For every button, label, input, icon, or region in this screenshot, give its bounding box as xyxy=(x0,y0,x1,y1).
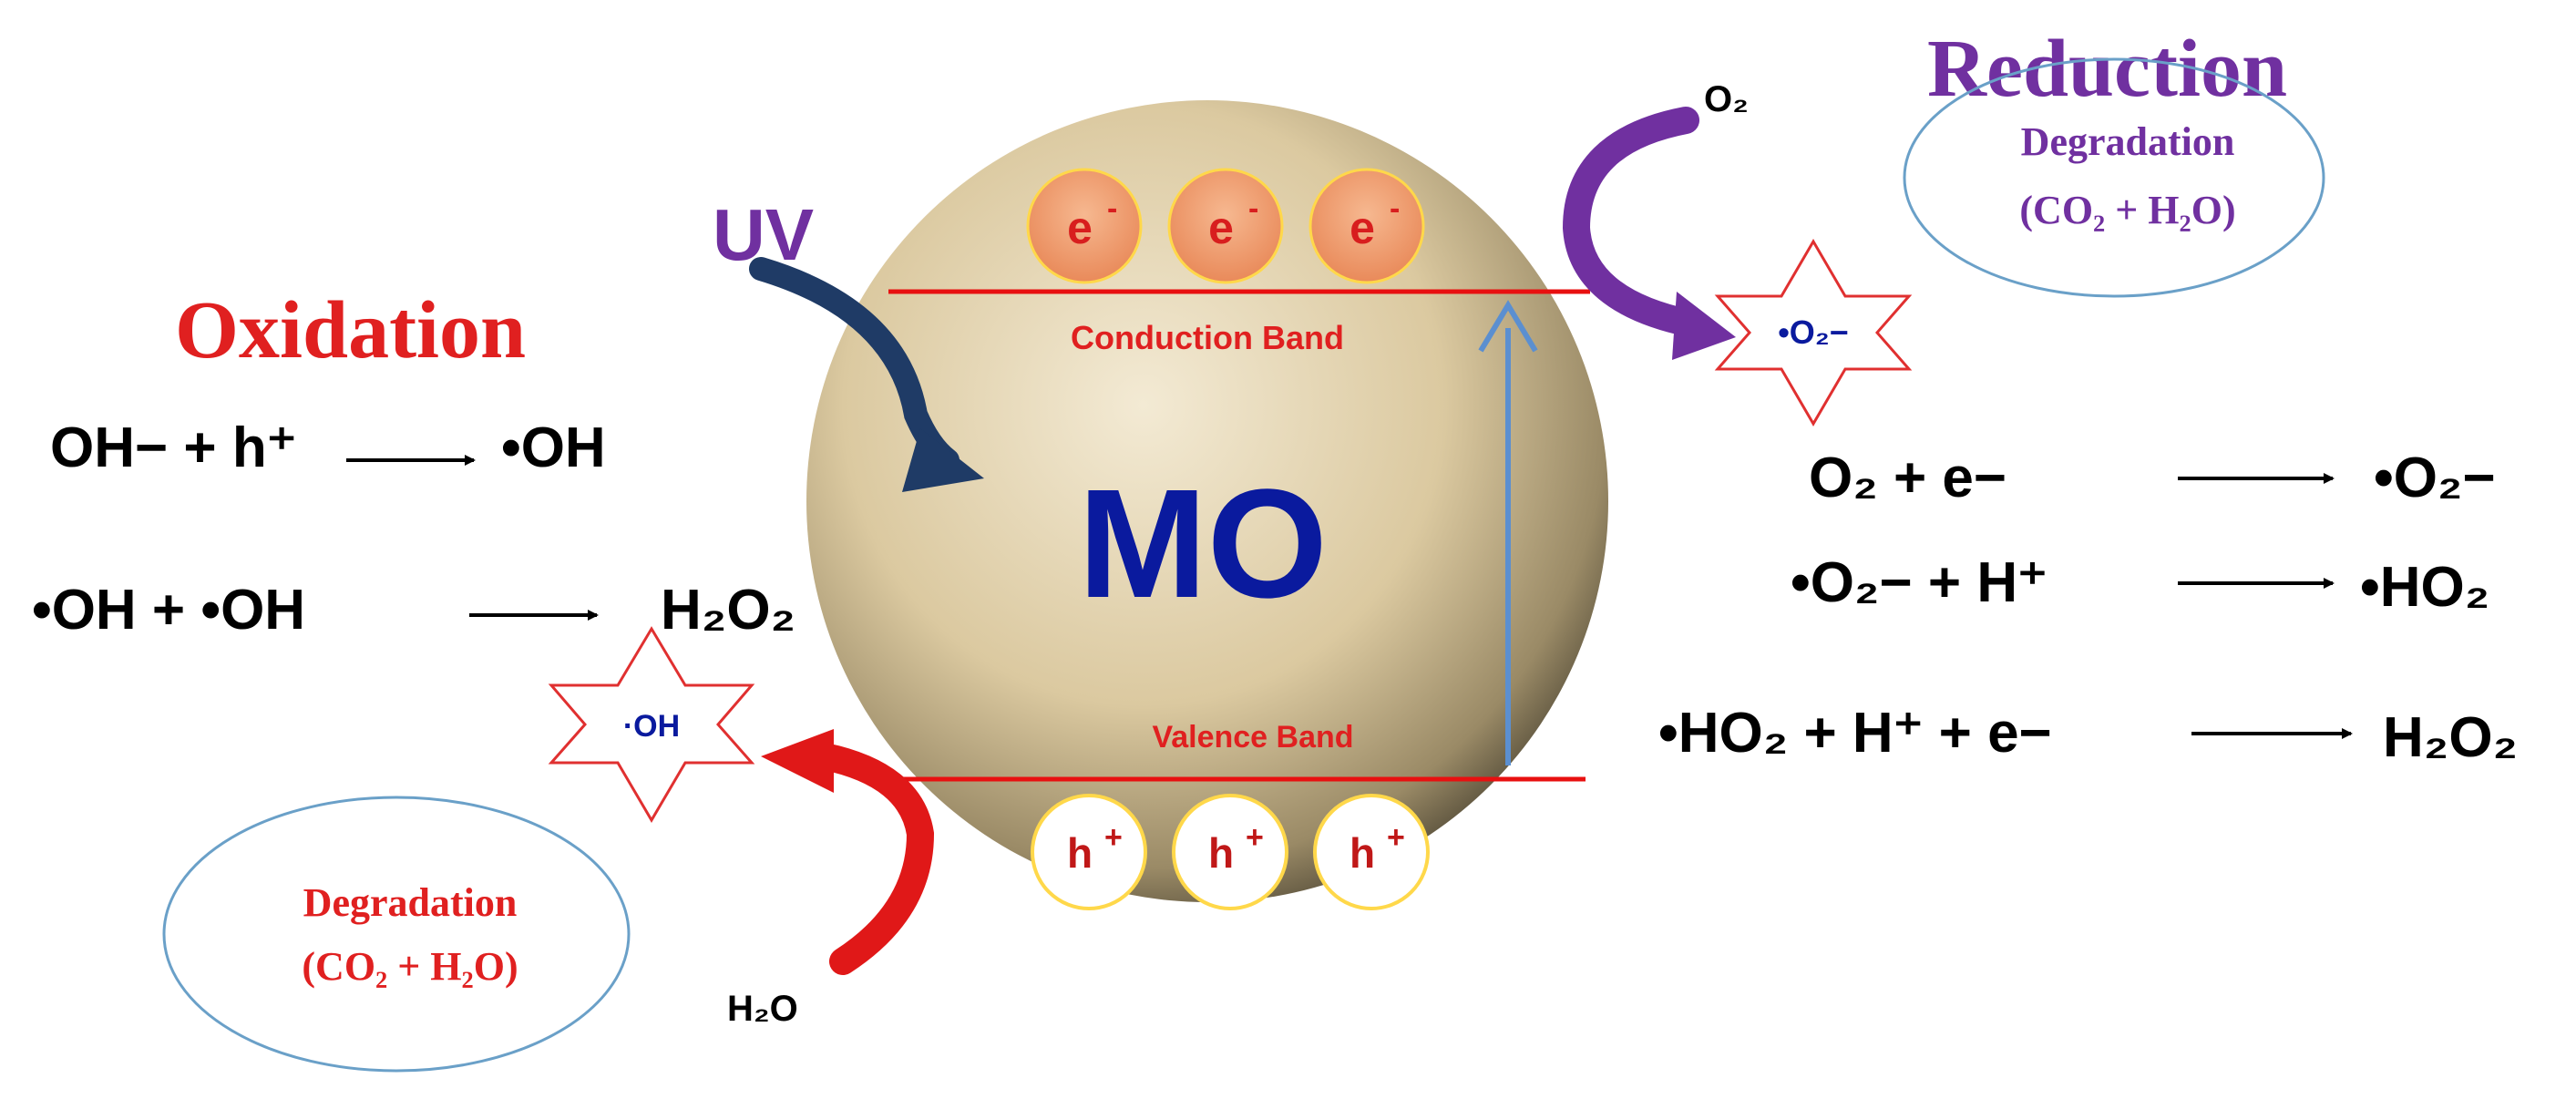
equation-left: OH− + h⁺ xyxy=(50,416,296,479)
mo-label: MO xyxy=(1078,457,1328,631)
hole-label: h xyxy=(1350,829,1375,877)
degradation-products: (CO₂ + H₂O) xyxy=(2019,188,2235,232)
hole-charge: + xyxy=(1104,820,1123,855)
electron-label: e xyxy=(1208,202,1234,253)
water-reactant-label: H₂O xyxy=(727,989,798,1029)
equation-left: O₂ + e− xyxy=(1809,447,2006,509)
hole-3: h + xyxy=(1313,794,1430,910)
equation-right: H₂O₂ xyxy=(2383,706,2518,769)
superoxide-radical-label: •O₂− xyxy=(1778,313,1849,351)
electron-label: e xyxy=(1067,202,1093,253)
equation-left: •HO₂ + H⁺ + e− xyxy=(1658,702,2052,765)
electron-label: e xyxy=(1350,202,1375,253)
excitation-arrow xyxy=(1478,300,1538,765)
equation-left: •O₂− + H⁺ xyxy=(1791,551,2047,614)
valence-band-label: Valence Band xyxy=(1152,720,1353,755)
mo-particle-sphere xyxy=(806,100,1608,902)
hole-charge: + xyxy=(1387,820,1405,855)
reduction-equation-1: O₂ + e− •O₂− xyxy=(1809,447,2496,509)
hydroxyl-radical-star-icon: ·OH xyxy=(548,626,755,823)
equation-right: •OH xyxy=(501,416,606,479)
degradation-ellipse-right: Degradation (CO₂ + H₂O) xyxy=(1903,57,2325,298)
electron-3: e - xyxy=(1309,168,1425,284)
equation-left: •OH + •OH xyxy=(32,579,305,642)
degradation-products: (CO₂ + H₂O) xyxy=(302,944,518,989)
oxidation-equation-1: OH− + h⁺ •OH xyxy=(50,416,606,479)
electron-2: e - xyxy=(1167,168,1284,284)
uv-arrow xyxy=(749,257,984,492)
oxidation-equation-2: •OH + •OH H₂O₂ xyxy=(32,579,795,642)
electron-charge: - xyxy=(1390,191,1400,226)
hole-charge: + xyxy=(1246,820,1264,855)
reduction-equation-3: •HO₂ + H⁺ + e− H₂O₂ xyxy=(1658,702,2518,769)
hole-label: h xyxy=(1208,829,1234,877)
electron-charge: - xyxy=(1107,191,1117,226)
electron-1: e - xyxy=(1026,168,1143,284)
degradation-title: Degradation xyxy=(303,880,518,925)
equation-right: •HO₂ xyxy=(2360,556,2489,619)
oxidation-title: Oxidation xyxy=(175,285,526,375)
reduction-title: Reduction xyxy=(1927,24,2287,114)
hole-2: h + xyxy=(1172,794,1288,910)
oxygen-reduction-arrow xyxy=(1562,107,1736,360)
degradation-title: Degradation xyxy=(2021,119,2235,164)
reduction-equation-2: •O₂− + H⁺ •HO₂ xyxy=(1791,551,2489,619)
superoxide-radical-star-icon: •O₂− xyxy=(1714,239,1913,426)
oxygen-reactant-label: O₂ xyxy=(1704,79,1749,119)
hydroxyl-radical-label: ·OH xyxy=(623,709,680,744)
electron-charge: - xyxy=(1248,191,1258,226)
equation-right: H₂O₂ xyxy=(661,579,795,642)
equation-right: •O₂− xyxy=(2374,447,2496,509)
degradation-ellipse-left: Degradation (CO₂ + H₂O) xyxy=(162,796,631,1073)
hole-1: h + xyxy=(1031,794,1147,910)
hole-label: h xyxy=(1067,829,1093,877)
water-oxidation-arrow xyxy=(761,729,935,975)
conduction-band-label: Conduction Band xyxy=(1071,319,1344,356)
